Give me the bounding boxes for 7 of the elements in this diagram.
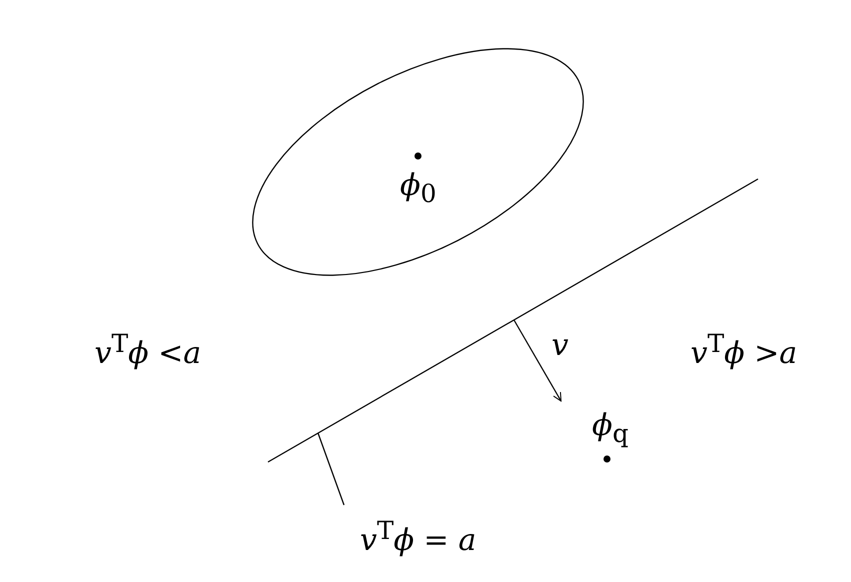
inequality-label: v$^{T}$ϕ <a	[94, 331, 202, 369]
inequality-label: v$^{T}$ϕ >a	[690, 331, 798, 369]
point-label: ϕ$_{0}$	[400, 170, 436, 206]
leader-line	[317, 432, 345, 506]
point-label: ϕ$_{q}$	[592, 410, 628, 446]
equation-label: v$^{T}$ϕ = a	[360, 518, 476, 556]
vector-label: v	[552, 331, 568, 361]
